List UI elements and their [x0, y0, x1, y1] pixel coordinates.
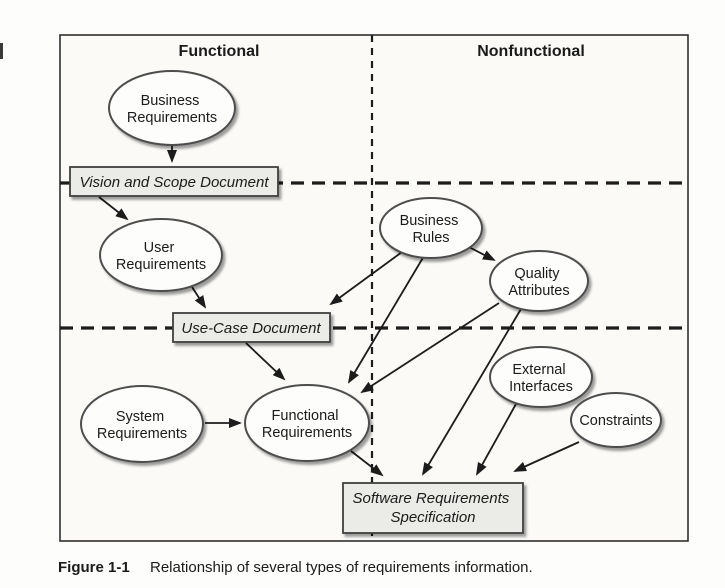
arrow-business-rules-to-functional-requirements	[347, 255, 425, 384]
arrow-quality-attributes-to-functional-requirements	[360, 302, 500, 394]
arrow-quality-attributes-to-srs	[421, 308, 522, 476]
business-rules-label: Business Rules	[400, 213, 463, 246]
system-requirements-ellipse	[80, 385, 204, 463]
user-requirements-ellipse	[99, 218, 223, 292]
constraints-label: Constraints	[579, 413, 652, 429]
arrow-business-rules-to-quality-attributes	[466, 245, 496, 261]
functional-requirements-ellipse	[244, 384, 370, 462]
figure-caption-number: Figure 1-1	[58, 559, 130, 576]
arrow-external-interfaces-to-srs	[476, 403, 517, 476]
arrow-vision-scope-to-user-requirements	[98, 196, 129, 221]
scan-artifact	[0, 43, 3, 59]
vision-scope-label: Vision and Scope Document	[79, 174, 269, 191]
node-business-requirements: Business Requirements	[108, 70, 236, 146]
arrow-business-rules-to-use-case-document	[329, 251, 403, 306]
quality-attributes-ellipse	[489, 250, 589, 312]
node-constraints: Constraints	[570, 392, 662, 448]
arrow-constraints-to-srs	[513, 441, 580, 472]
quality-attributes-label: Quality Attributes	[508, 266, 569, 299]
functional-column-header: Functional	[179, 43, 260, 60]
doc-vision-and-scope: Vision and Scope Document	[69, 166, 279, 197]
use-case-label: Use-Case Document	[181, 320, 321, 337]
arrow-user-requirements-to-use-case-document	[191, 286, 207, 309]
edges	[98, 146, 580, 477]
doc-use-case: Use-Case Document	[172, 312, 331, 343]
srs-rect	[342, 482, 524, 534]
node-user-requirements: User Requirements	[99, 218, 223, 292]
node-system-requirements: System Requirements	[80, 385, 204, 463]
system-requirements-label: System Requirements	[97, 409, 187, 442]
figure-caption: Figure 1-1 Relationship of several types…	[58, 559, 533, 576]
constraints-ellipse	[570, 392, 662, 448]
business-requirements-label: Business Requirements	[127, 93, 217, 126]
business-requirements-ellipse	[108, 70, 236, 146]
doc-software-requirements-specification: Software Requirements Specification	[342, 482, 524, 534]
nonfunctional-column-header: Nonfunctional	[477, 43, 585, 60]
external-interfaces-ellipse	[489, 346, 593, 408]
external-interfaces-label: External Interfaces	[509, 362, 573, 395]
functional-requirements-label: Functional Requirements	[262, 408, 352, 441]
node-quality-attributes: Quality Attributes	[489, 250, 589, 312]
srs-label: Software Requirements Specification	[353, 490, 514, 526]
node-external-interfaces: External Interfaces	[489, 346, 593, 408]
arrow-use-case-document-to-functional-requirements	[245, 342, 286, 381]
vision-scope-rect	[69, 166, 279, 197]
use-case-rect	[172, 312, 331, 343]
user-requirements-label: User Requirements	[116, 240, 206, 273]
node-business-rules: Business Rules	[379, 197, 483, 259]
node-functional-requirements: Functional Requirements	[244, 384, 370, 462]
arrow-functional-requirements-to-srs	[350, 450, 384, 477]
business-rules-ellipse	[379, 197, 483, 259]
figure-caption-text: Relationship of several types of require…	[150, 559, 533, 576]
